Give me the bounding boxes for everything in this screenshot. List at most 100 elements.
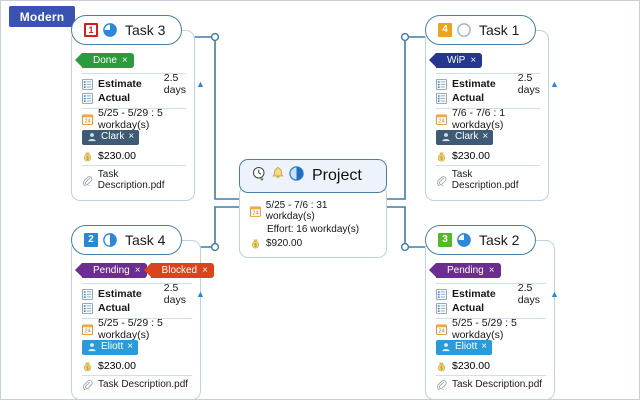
schedule-row-task3[interactable]: 24 5/25 - 5/29 : 5 workday(s) (82, 107, 186, 131)
assignee-remove-icon[interactable]: × (482, 131, 489, 142)
project-schedule-row[interactable]: 24 5/25 - 7/6 : 31 workday(s) (250, 200, 377, 222)
chevron-up-icon[interactable]: ▲ (549, 79, 559, 89)
actual-label: Actual (452, 302, 485, 314)
assignee-remove-icon[interactable]: × (127, 341, 134, 352)
tag-remove-icon[interactable]: × (202, 264, 208, 276)
task-body-task4: Pending × Blocked × Estimate 2.5 days ▲ (71, 240, 214, 400)
estimate-row-task2: Estimate 2.5 days ▲ (436, 282, 559, 306)
chevron-up-icon[interactable]: ▲ (195, 79, 205, 89)
theme-badge: Modern (9, 6, 75, 27)
link-endpoint-task1 (400, 32, 410, 42)
estimate-label: Estimate (452, 288, 496, 300)
attachment-row-task4[interactable]: Task Description.pdf (82, 379, 192, 390)
project-header[interactable]: Project (239, 159, 387, 193)
task-body-task3: Done × Estimate 2.5 days ▲ Actual (71, 30, 205, 201)
cost-row-task4[interactable]: $ $230.00 (82, 360, 192, 372)
estimate-value[interactable]: 2.5 days (163, 282, 186, 306)
status-tag-pending[interactable]: Pending × (75, 263, 147, 278)
chevron-up-icon[interactable]: ▲ (195, 289, 205, 299)
attachment-row-task2[interactable]: Task Description.pdf (436, 379, 546, 390)
paperclip-icon (437, 175, 447, 186)
priority-badge-task1[interactable]: 4 (438, 23, 452, 37)
list-icon (436, 288, 447, 300)
tag-row-task1: WiP × (428, 53, 540, 68)
tag-row-task4: Pending × Blocked × (75, 263, 214, 278)
schedule-text: 5/25 - 5/29 : 5 workday(s) (98, 107, 163, 131)
person-icon (442, 343, 450, 352)
tag-label: Blocked (161, 264, 198, 276)
cost-value: $230.00 (98, 150, 136, 162)
task-card-task3[interactable]: 1 Task 3 Done × Estimate 2.5 days ▲ (71, 15, 205, 201)
task-header-task4[interactable]: 2 Task 4 (71, 225, 183, 255)
assignee-remove-icon[interactable]: × (128, 131, 135, 142)
attachment-name: Task Description.pdf (452, 379, 543, 390)
task-card-task2[interactable]: 3 Task 2 Pending × Estimate 2.5 days ▲ (425, 225, 559, 400)
estimate-value[interactable]: 2.5 days (517, 282, 540, 306)
estimate-section-task3: Estimate 2.5 days ▲ Actual (82, 72, 205, 105)
assignee-tag-task3[interactable]: Clark × (82, 129, 140, 145)
person-icon (88, 133, 96, 142)
status-tag-done[interactable]: Done × (75, 53, 134, 68)
svg-text:$: $ (440, 365, 443, 370)
schedule-section-task1: 24 7/6 - 7/6 : 1 workday(s) Clark × $ $2… (436, 107, 540, 162)
attachment-name: Task Description.pdf (97, 169, 165, 191)
person-icon (88, 343, 96, 352)
schedule-text: 5/25 - 5/29 : 5 workday(s) (452, 317, 517, 341)
project-cost-value: $920.00 (266, 238, 303, 249)
attachment-row-task3[interactable]: Task Description.pdf (82, 169, 186, 191)
task-header-task1[interactable]: 4 Task 1 (425, 15, 537, 45)
svg-text:24: 24 (438, 118, 444, 124)
assignee-tag-task4[interactable]: Eliott × (82, 339, 139, 355)
assignee-name: Eliott (455, 341, 478, 352)
priority-badge-task4[interactable]: 2 (84, 233, 98, 247)
project-node[interactable]: Project 24 5/25 - 7/6 : 31 workday(s) Ef… (239, 159, 387, 258)
priority-badge-task3[interactable]: 1 (84, 23, 98, 37)
assignee-remove-icon[interactable]: × (481, 341, 488, 352)
paperclip-icon (83, 380, 93, 390)
priority-badge-task2[interactable]: 3 (438, 233, 452, 247)
tag-remove-icon[interactable]: × (470, 54, 477, 66)
link-project-task1 (387, 36, 425, 200)
actual-row-task2: Actual (436, 301, 546, 315)
link-endpoint-task3 (210, 32, 220, 42)
money-bag-icon: $ (84, 362, 91, 371)
assignee-tag-task1[interactable]: Clark × (436, 129, 494, 145)
status-tag-pending[interactable]: Pending × (429, 263, 501, 278)
task-header-task3[interactable]: 1 Task 3 (71, 15, 183, 45)
tag-remove-icon[interactable]: × (121, 54, 128, 66)
chevron-up-icon[interactable]: ▲ (549, 289, 559, 299)
estimate-section-task1: Estimate 2.5 days ▲ Actual (436, 72, 559, 105)
cost-value: $230.00 (98, 360, 136, 372)
task-card-task4[interactable]: 2 Task 4 Pending × Blocked × Estim (71, 225, 214, 400)
clock-arrow-icon (252, 166, 267, 186)
cost-row-task3[interactable]: $ $230.00 (82, 150, 186, 162)
tag-remove-icon[interactable]: × (134, 264, 141, 276)
list-icon (82, 288, 93, 300)
cost-row-task1[interactable]: $ $230.00 (436, 150, 540, 162)
progress-pie-icon-task1 (457, 23, 471, 37)
status-tag-wip[interactable]: WiP × (428, 53, 483, 68)
task-card-task1[interactable]: 4 Task 1 WiP × Estimate 2.5 days ▲ (425, 15, 559, 201)
project-title: Project (312, 167, 362, 184)
link-project-task2 (387, 206, 425, 248)
schedule-row-task4[interactable]: 24 5/25 - 5/29 : 5 workday(s) (82, 317, 192, 341)
actual-row-task4: Actual (82, 301, 192, 315)
tag-remove-icon[interactable]: × (488, 264, 495, 276)
task-header-task2[interactable]: 3 Task 2 (425, 225, 537, 255)
assignee-tag-task2[interactable]: Eliott × (436, 339, 493, 355)
actual-row-task3: Actual (82, 91, 186, 105)
cost-row-task2[interactable]: $ $230.00 (436, 360, 546, 372)
estimate-value[interactable]: 2.5 days (163, 72, 186, 96)
status-tag-blocked[interactable]: Blocked × (143, 263, 214, 278)
schedule-row-task1[interactable]: 24 7/6 - 7/6 : 1 workday(s) (436, 107, 540, 131)
attachment-name: Task Description.pdf (451, 169, 519, 191)
cost-value: $230.00 (452, 360, 490, 372)
project-cost-row[interactable]: $ $920.00 (250, 238, 377, 249)
schedule-row-task2[interactable]: 24 5/25 - 5/29 : 5 workday(s) (436, 317, 546, 341)
progress-pie-icon-task3 (103, 23, 117, 37)
estimate-value[interactable]: 2.5 days (517, 72, 540, 96)
estimate-row-task4: Estimate 2.5 days ▲ (82, 282, 205, 306)
schedule-section-task2: 24 5/25 - 5/29 : 5 workday(s) Eliott × $… (436, 317, 546, 372)
attachment-row-task1[interactable]: Task Description.pdf (436, 169, 540, 191)
